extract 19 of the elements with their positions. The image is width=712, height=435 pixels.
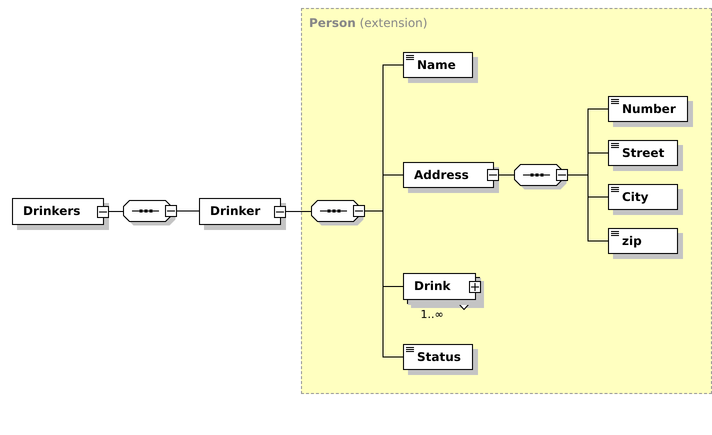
connector-line xyxy=(108,210,124,212)
type-label: Person (extension) xyxy=(309,16,428,30)
element-name: Drinker xyxy=(210,204,260,218)
element-name: Name xyxy=(417,58,456,72)
connector-line xyxy=(286,210,312,212)
occurrence-label: 1..∞ xyxy=(420,308,444,321)
connector-line xyxy=(568,174,608,242)
element-name: Status xyxy=(417,350,461,364)
element-name: City xyxy=(622,190,648,204)
element-name: Address xyxy=(414,168,469,182)
element-name: Drink xyxy=(414,279,451,293)
connector-line xyxy=(498,174,514,176)
element-name: Street xyxy=(622,146,664,160)
connector-line xyxy=(176,210,200,212)
connector-line xyxy=(364,210,404,358)
element-name: zip xyxy=(622,234,642,248)
element-name: Number xyxy=(622,102,676,116)
element-name: Drinkers xyxy=(23,204,80,218)
extension-area xyxy=(301,8,712,394)
